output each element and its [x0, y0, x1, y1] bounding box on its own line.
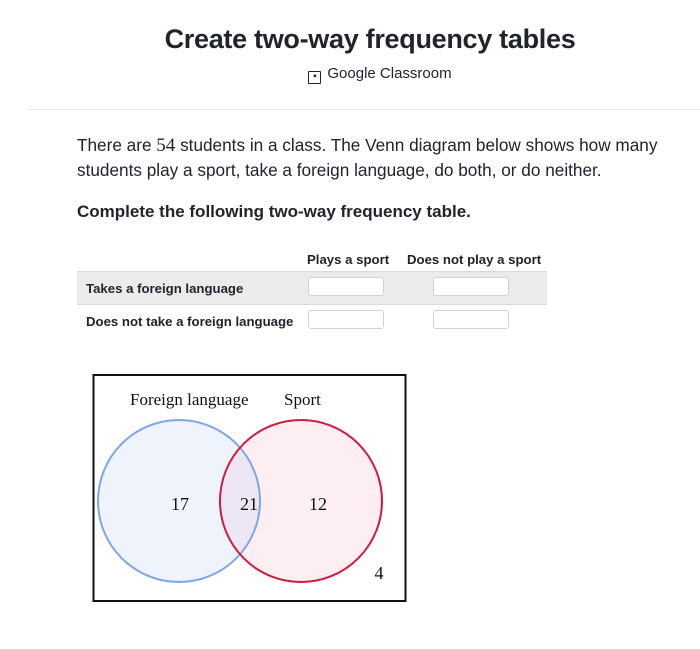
problem-text-end: students in a class. The Venn diagram be… [77, 135, 658, 180]
problem-statement: There are 54 students in a class. The Ve… [77, 133, 677, 182]
row-label-takes-language: Takes a foreign language [86, 281, 244, 296]
instruction: Complete the following two-way frequency… [77, 202, 471, 221]
count-language-only: 17 [171, 494, 189, 514]
table-row: Takes a foreign language [77, 271, 547, 304]
table-row: Does not take a foreign language [77, 304, 547, 337]
input-no-language-sport[interactable] [308, 310, 384, 329]
count-neither: 4 [375, 563, 384, 583]
page-title: Create two-way frequency tables [164, 24, 576, 54]
foreign-language-circle [98, 420, 260, 582]
source-label[interactable]: Google Classroom [327, 65, 452, 82]
problem-text-start: There are [77, 135, 157, 155]
sport-circle-outline [219, 419, 383, 583]
row-label-no-language: Does not take a foreign language [86, 314, 294, 329]
count-sport-only: 12 [309, 494, 327, 514]
count-both: 21 [240, 494, 258, 514]
foreign-language-circle-outline [97, 419, 261, 583]
input-language-sport[interactable] [308, 277, 384, 296]
venn-diagram: Foreign language Sport 17 21 12 4 [92, 374, 407, 602]
frequency-table: Plays a sport Does not play a sport Take… [77, 248, 547, 337]
column-header-no-sport: Does not play a sport [407, 252, 542, 267]
google-classroom-icon: ▪ [308, 71, 322, 84]
input-no-language-no-sport[interactable] [433, 310, 509, 329]
student-count: 54 [156, 135, 176, 156]
sport-circle [220, 420, 382, 582]
header-divider [28, 109, 700, 110]
venn-label-foreign-language: Foreign language [130, 390, 249, 409]
source-line: ▪ Google Classroom [0, 65, 700, 84]
venn-label-sport: Sport [284, 390, 321, 409]
table-header-row: Plays a sport Does not play a sport [77, 248, 547, 271]
input-language-no-sport[interactable] [433, 277, 509, 296]
column-header-plays-sport: Plays a sport [307, 252, 390, 267]
